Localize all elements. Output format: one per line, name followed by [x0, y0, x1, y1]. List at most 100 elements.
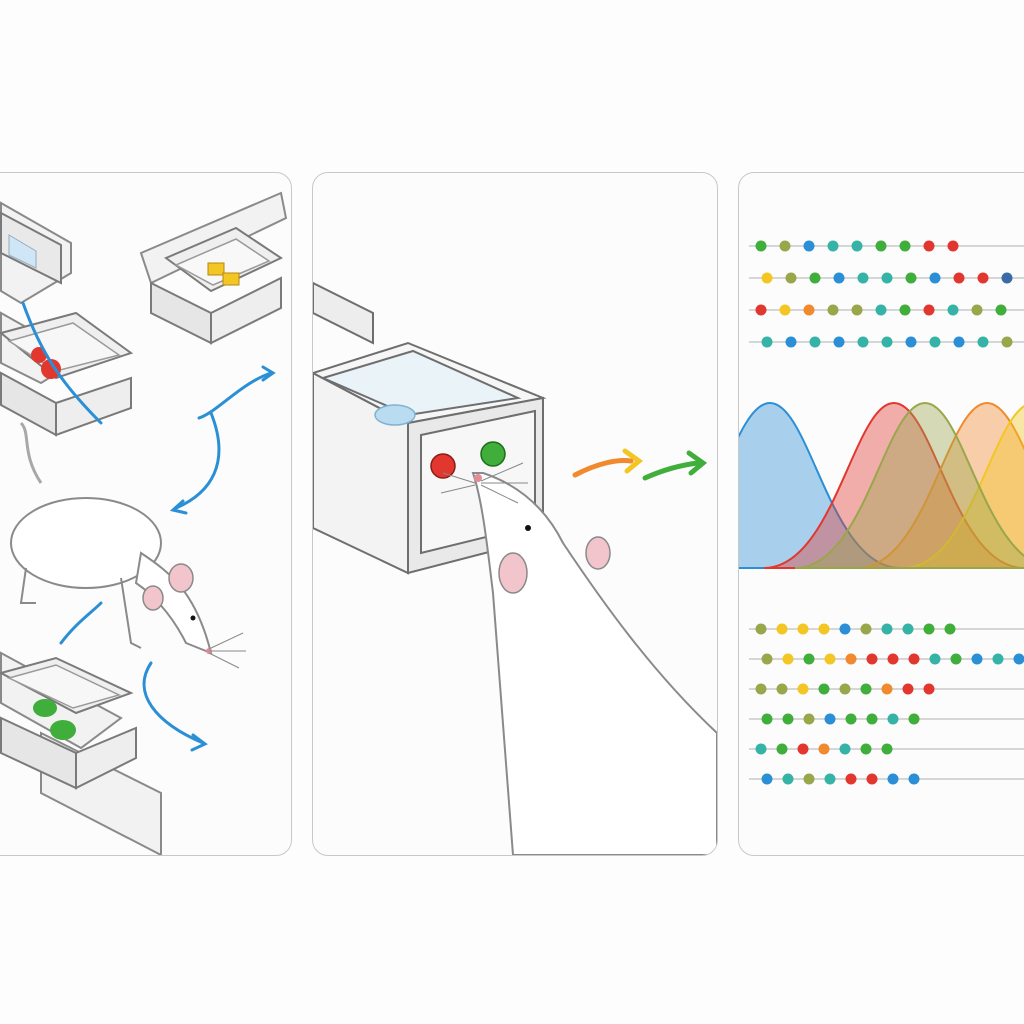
- spike-dot: [944, 623, 956, 635]
- spike-dot: [755, 743, 767, 755]
- spike-dot: [929, 336, 941, 348]
- spike-dot: [887, 713, 899, 725]
- spike-dot: [881, 623, 893, 635]
- tuning-curve: [856, 401, 1024, 569]
- spike-dot: [845, 773, 857, 785]
- arrow-icon: [572, 448, 708, 481]
- spike-dot: [902, 623, 914, 635]
- spike-dot: [995, 304, 1007, 316]
- spike-dot: [755, 240, 767, 252]
- spike-dot: [857, 272, 869, 284]
- spike-dot: [776, 743, 788, 755]
- spike-dot: [860, 743, 872, 755]
- food-box-icon: [0, 656, 137, 790]
- spike-dot: [755, 683, 767, 695]
- spike-dot: [923, 240, 935, 252]
- spike-dot: [782, 713, 794, 725]
- spike-dot: [779, 304, 791, 316]
- spike-dot: [761, 773, 773, 785]
- spike-dot: [755, 623, 767, 635]
- spike-dot: [851, 240, 863, 252]
- spike-dot: [818, 683, 830, 695]
- spike-dot: [929, 653, 941, 665]
- tuning-curve: [903, 405, 1024, 569]
- food-box-icon: [150, 226, 284, 345]
- green-light-icon: [480, 441, 506, 467]
- panel-nose-poke: [312, 172, 718, 856]
- spike-dot: [845, 713, 857, 725]
- spike-dot: [785, 272, 797, 284]
- spike-dot: [905, 272, 917, 284]
- tuning-curve: [794, 401, 1024, 569]
- spike-dot: [887, 773, 899, 785]
- rat-icon: [10, 421, 246, 669]
- spike-dot: [881, 272, 893, 284]
- spike-dot: [803, 713, 815, 725]
- spike-dot: [899, 304, 911, 316]
- spike-dot: [950, 653, 962, 665]
- panel-neural-activity: [738, 172, 1024, 856]
- spike-dot: [875, 304, 887, 316]
- spike-dot: [857, 336, 869, 348]
- spike-dot: [827, 304, 839, 316]
- spike-dot: [875, 240, 887, 252]
- spike-dot: [881, 683, 893, 695]
- food-box-icon: [0, 211, 62, 285]
- spike-dot: [824, 653, 836, 665]
- spike-dot: [887, 653, 899, 665]
- spike-dot: [947, 240, 959, 252]
- spike-dot: [923, 304, 935, 316]
- spike-dot: [902, 683, 914, 695]
- spike-dot: [1001, 336, 1013, 348]
- spike-dot: [755, 304, 767, 316]
- spike-dot: [818, 623, 830, 635]
- spike-dot: [905, 336, 917, 348]
- spike-dot: [992, 653, 1004, 665]
- spike-dot: [761, 653, 773, 665]
- spike-dot: [839, 743, 851, 755]
- spike-dot: [839, 683, 851, 695]
- rat-icon: [440, 462, 717, 855]
- spike-dot: [839, 623, 851, 635]
- red-light-icon: [430, 453, 456, 479]
- spike-raster: [739, 240, 1024, 785]
- spike-dot: [776, 623, 788, 635]
- arrow-icon: [21, 301, 276, 752]
- spike-dot: [929, 272, 941, 284]
- spike-dot: [824, 773, 836, 785]
- spike-dot: [782, 773, 794, 785]
- spike-dot: [881, 336, 893, 348]
- spike-dot: [1013, 653, 1024, 665]
- spike-dot: [971, 653, 983, 665]
- spike-dot: [866, 773, 878, 785]
- spike-dot: [803, 240, 815, 252]
- spike-dot: [908, 713, 920, 725]
- maze-illustration: [0, 191, 288, 855]
- spike-dot: [977, 336, 989, 348]
- spike-dot: [923, 623, 935, 635]
- spike-dot: [881, 743, 893, 755]
- spike-dot: [761, 272, 773, 284]
- spike-dot: [833, 336, 845, 348]
- spike-dot: [776, 683, 788, 695]
- spike-dot: [899, 240, 911, 252]
- spike-dot: [785, 336, 797, 348]
- spike-dot: [953, 336, 965, 348]
- water-icon: [374, 404, 416, 426]
- spike-dot: [803, 773, 815, 785]
- spike-dot: [803, 304, 815, 316]
- spike-dot: [761, 713, 773, 725]
- spike-raster-bottom: [749, 623, 1024, 785]
- spike-dot: [866, 713, 878, 725]
- food-box-icon: [0, 311, 134, 437]
- spike-raster-top: [749, 240, 1024, 348]
- spike-dot: [782, 653, 794, 665]
- spike-dot: [797, 743, 809, 755]
- spike-dot: [797, 623, 809, 635]
- spike-dot: [908, 653, 920, 665]
- tuning-curve: [739, 401, 901, 569]
- panel-maze-overview: [0, 172, 292, 856]
- spike-dot: [845, 653, 857, 665]
- spike-dot: [833, 272, 845, 284]
